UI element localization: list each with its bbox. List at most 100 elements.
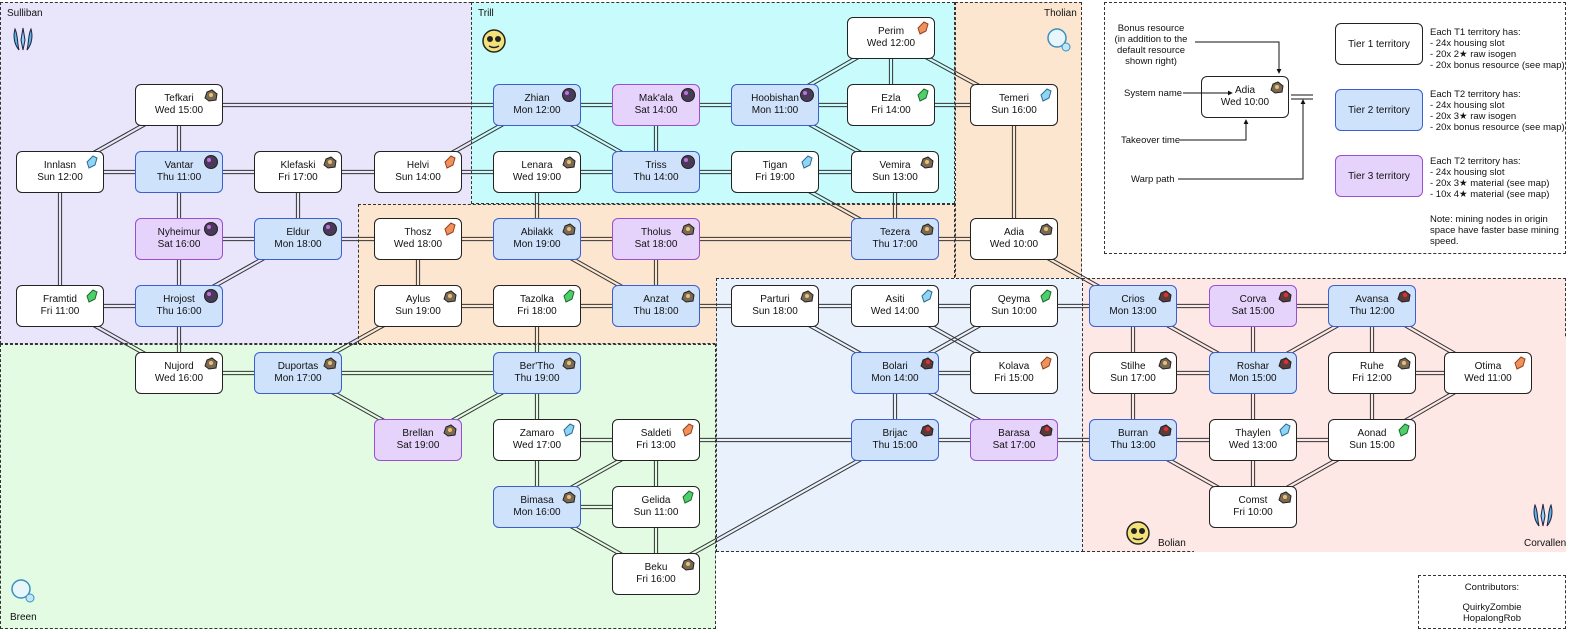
ore-resource-icon xyxy=(1158,357,1172,370)
takeover-time: Fri 16:00 xyxy=(636,574,676,585)
takeover-time: Mon 14:00 xyxy=(871,373,919,384)
takeover-time: Thu 18:00 xyxy=(633,306,679,317)
takeover-time: Sat 16:00 xyxy=(157,239,201,250)
tholian-emblem-icon xyxy=(1047,28,1071,52)
orange-resource-icon xyxy=(444,222,456,236)
green-resource-icon xyxy=(917,88,929,102)
dark-resource-icon xyxy=(204,222,218,236)
contributor-name: QuirkyZombie xyxy=(1462,602,1522,613)
system-name: Brellan xyxy=(402,428,434,439)
system-name: Thaylen xyxy=(1235,428,1271,439)
legend-note: Note: mining nodes in origin space have … xyxy=(1430,214,1559,247)
system-name: Otima xyxy=(1474,361,1502,372)
system-name: Tigan xyxy=(762,160,788,171)
system-name: Beku xyxy=(644,562,668,573)
legend-tier2-desc: Each T2 territory has: - 24x housing slo… xyxy=(1430,89,1565,133)
takeover-time: Wed 12:00 xyxy=(866,38,916,49)
system-name: Framtid xyxy=(43,294,77,305)
takeover-time: Thu 15:00 xyxy=(872,440,918,451)
ore-resource-icon xyxy=(323,357,337,370)
system-name: Avansa xyxy=(1355,294,1389,305)
system-name: Nujord xyxy=(164,361,194,372)
contributor-name: HopalongRob xyxy=(1462,613,1522,624)
orange-resource-icon xyxy=(1040,356,1052,370)
system-name: Helvi xyxy=(406,160,430,171)
dark-resource-icon xyxy=(681,88,695,102)
takeover-time: Mon 11:00 xyxy=(751,105,799,116)
takeover-time: Thu 19:00 xyxy=(514,373,560,384)
dark-resource-icon xyxy=(800,88,814,102)
region-label-breen: Breen xyxy=(10,612,37,623)
green-resource-icon xyxy=(1040,289,1052,303)
system-name: Ezla xyxy=(881,93,901,104)
takeover-time: Sat 17:00 xyxy=(992,440,1036,451)
ore-resource-icon xyxy=(204,89,218,102)
takeover-time: Fri 11:00 xyxy=(40,306,80,317)
takeover-time: Fri 19:00 xyxy=(755,172,795,183)
legend-warp-path-label: Warp path xyxy=(1131,174,1175,185)
takeover-time: Mon 12:00 xyxy=(513,105,561,116)
system-name: Triss xyxy=(645,160,667,171)
contributors-title: Contributors: xyxy=(1464,582,1520,593)
takeover-time: Sun 15:00 xyxy=(1349,440,1395,451)
takeover-time: Fri 10:00 xyxy=(1233,507,1273,518)
green-resource-icon xyxy=(1398,423,1410,437)
system-name: Saldeti xyxy=(640,428,672,439)
